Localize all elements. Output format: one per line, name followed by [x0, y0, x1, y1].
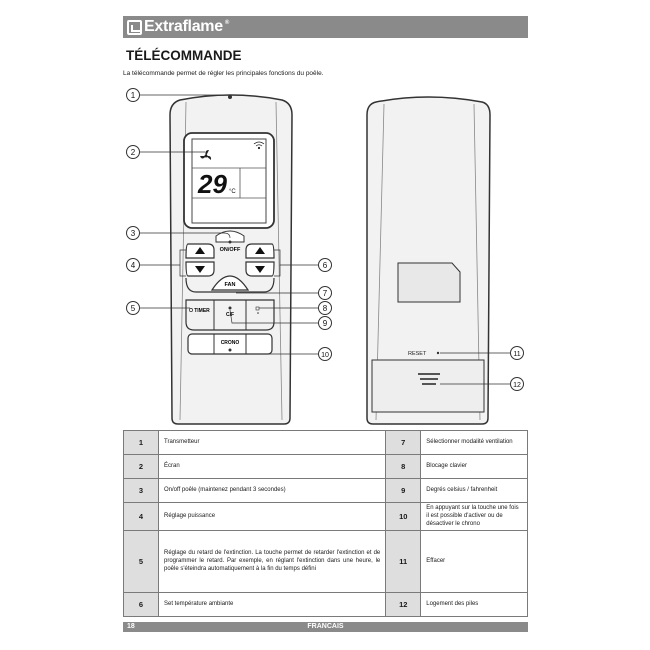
intro-text: La télécommande permet de régler les pri… — [123, 70, 324, 77]
timer-button[interactable]: TIMER — [194, 308, 210, 314]
table-row: 1 Transmetteur 7 Sélectionner modalité v… — [123, 430, 528, 455]
transmitter-dot — [228, 95, 232, 99]
svg-text:6: 6 — [323, 261, 328, 270]
battery-cover[interactable] — [371, 359, 485, 413]
svg-text:12: 12 — [513, 382, 521, 389]
fan-icon — [200, 150, 212, 160]
legend-desc: Degrés celsius / fahrenheit — [420, 478, 528, 503]
temperature-unit: °C — [229, 189, 236, 195]
legend-num: 12 — [385, 592, 422, 618]
svg-text:3: 3 — [131, 229, 136, 238]
footer-bar: 18 FRANCAIS — [123, 622, 528, 632]
legend-num: 8 — [385, 454, 422, 479]
legend-desc: Logement des piles — [420, 592, 528, 618]
logo-icon — [127, 19, 142, 35]
page-number: 18 — [127, 623, 135, 630]
back-label-area — [397, 262, 461, 303]
header-bar: Extraflame ® — [123, 16, 528, 38]
temp-down-button[interactable] — [255, 266, 265, 273]
table-row: 6 Set température ambiante 12 Logement d… — [123, 592, 528, 618]
svg-text:1: 1 — [131, 91, 136, 100]
svg-text:8: 8 — [323, 304, 328, 313]
chrono-button[interactable]: CRONO — [221, 340, 240, 346]
legend-num: 10 — [385, 501, 422, 532]
callout-6: 6 — [318, 258, 332, 272]
callout-10: 10 — [318, 347, 332, 361]
legend-num: 11 — [385, 530, 422, 594]
callout-12: 12 — [510, 377, 524, 391]
table-row: 5 Réglage du retard de l'extinction. La … — [123, 530, 528, 594]
fan-button[interactable]: FAN — [225, 282, 236, 288]
callout-2: 2 — [126, 145, 140, 159]
legend-desc: On/off poêle (maintenez pendant 3 second… — [157, 478, 387, 503]
legend-num: 7 — [385, 430, 422, 455]
callout-1: 1 — [126, 88, 140, 102]
svg-text:7: 7 — [323, 289, 328, 298]
timer-icon — [189, 308, 193, 312]
temp-up-button[interactable] — [255, 247, 265, 254]
table-row: 4 Réglage puissance 10 En appuyant sur l… — [123, 501, 528, 532]
remote-back: RESET — [366, 96, 491, 425]
legend-num: 2 — [123, 454, 159, 479]
page-title: TÉLÉCOMMANDE — [126, 48, 242, 63]
legend-num: 1 — [123, 430, 159, 455]
svg-text:10: 10 — [321, 352, 329, 359]
legend-desc: Sélectionner modalité ventilation — [420, 430, 528, 455]
legend-desc: Réglage du retard de l'extinction. La to… — [157, 530, 387, 594]
svg-text:2: 2 — [131, 148, 136, 157]
legend-num: 5 — [123, 530, 159, 594]
wifi-icon — [253, 141, 265, 150]
on-off-button[interactable]: ON/OFF — [220, 247, 241, 253]
c-f-button[interactable]: C/F — [226, 312, 234, 318]
legend-desc: Effacer — [420, 530, 528, 594]
legend-num: 4 — [123, 501, 159, 532]
legend-desc: Réglage puissance — [157, 501, 387, 532]
callout-9: 9 — [318, 316, 332, 330]
callout-5: 5 — [126, 301, 140, 315]
lcd-screen — [183, 132, 275, 229]
power-up-button[interactable] — [195, 247, 205, 254]
registered-mark: ® — [224, 20, 229, 26]
legend-desc: Transmetteur — [157, 430, 387, 455]
svg-text:5: 5 — [131, 304, 136, 313]
reset-button[interactable] — [436, 351, 440, 355]
callout-4: 4 — [126, 258, 140, 272]
footer-language: FRANCAIS — [307, 623, 344, 630]
remote-front: 29 °C ON/OFF FAN TIMER C/F CRON — [169, 94, 293, 425]
reset-label: RESET — [408, 351, 427, 357]
callout-7: 7 — [318, 286, 332, 300]
legend-desc: Set température ambiante — [157, 592, 387, 618]
legend-num: 9 — [385, 478, 422, 503]
legend-desc: Écran — [157, 454, 387, 479]
callout-11: 11 — [510, 346, 524, 360]
legend-num: 3 — [123, 478, 159, 503]
svg-text:11: 11 — [513, 351, 520, 358]
brand-name: Extraflame — [144, 18, 223, 35]
legend-table: 1 Transmetteur 7 Sélectionner modalité v… — [123, 430, 528, 618]
table-row: 3 On/off poêle (maintenez pendant 3 seco… — [123, 478, 528, 503]
svg-text:9: 9 — [323, 319, 328, 328]
temperature-value: 29 — [197, 169, 227, 199]
legend-num: 6 — [123, 592, 159, 618]
legend-desc: En appuyant sur la touche une fois il es… — [420, 501, 528, 532]
brand-logo: Extraflame ® — [127, 18, 229, 36]
table-row: 2 Écran 8 Blocage clavier — [123, 454, 528, 479]
power-down-button[interactable] — [195, 266, 205, 273]
callout-8: 8 — [318, 301, 332, 315]
legend-desc: Blocage clavier — [420, 454, 528, 479]
keypad-lock-icon — [255, 306, 260, 311]
svg-text:4: 4 — [131, 261, 136, 270]
callout-3: 3 — [126, 226, 140, 240]
